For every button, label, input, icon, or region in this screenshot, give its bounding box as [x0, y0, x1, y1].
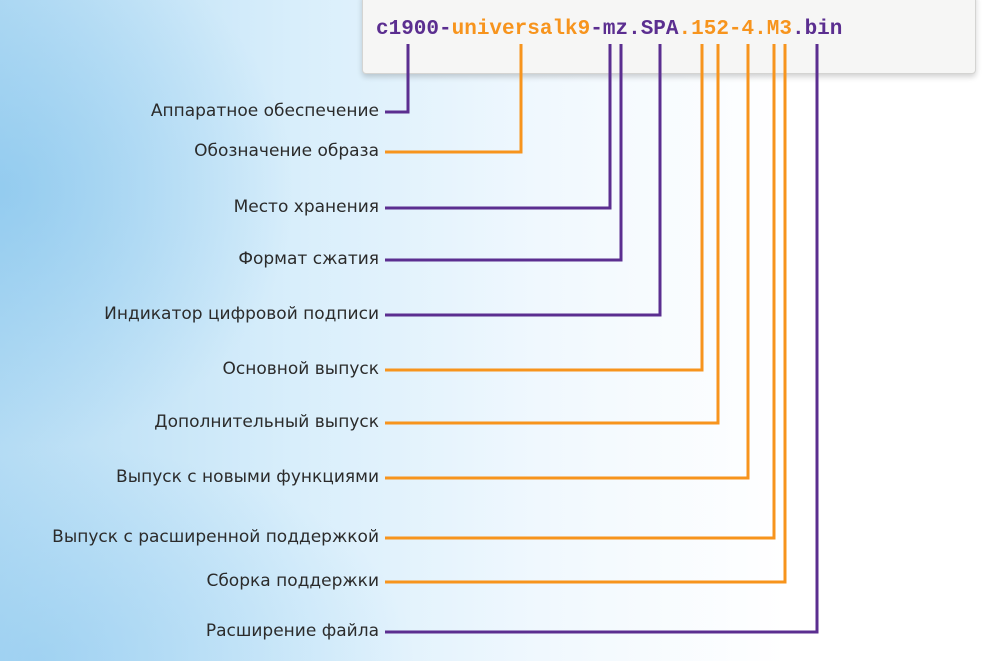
filename-segment: . — [754, 18, 767, 41]
callout-lines — [385, 44, 819, 634]
callout-line — [385, 44, 523, 154]
callout-line — [385, 44, 410, 114]
callout-line — [385, 44, 720, 425]
callout-label: Место хранения — [233, 197, 379, 217]
filename-segment: c1900 — [376, 18, 439, 41]
callout-label: Аппаратное обеспечение — [150, 101, 379, 121]
filename-segment: 4 — [742, 18, 755, 41]
filename-segment: - — [590, 18, 603, 41]
callout-label: Дополнительный выпуск — [154, 412, 379, 432]
filename-segment: SPA — [641, 18, 679, 41]
callout-line — [385, 44, 623, 262]
callout-label: Формат сжатия — [238, 249, 379, 269]
callout-line — [385, 44, 612, 210]
callout-line — [385, 44, 787, 584]
callout-label: Расширение файла — [205, 621, 379, 641]
callout-label: Основной выпуск — [222, 359, 379, 379]
filename-segment: universalk9 — [452, 18, 591, 41]
callout-line — [385, 44, 776, 540]
filename-segment: - — [439, 18, 452, 41]
callout-label: Сборка поддержки — [206, 571, 379, 591]
filename-segment: . — [628, 18, 641, 41]
callout-label: Обозначение образа — [194, 141, 379, 161]
filename-segment: 152 — [691, 18, 729, 41]
filename-text: c1900-universalk9-mz.SPA.152-4.M3.bin — [376, 18, 842, 41]
callout-label: Выпуск с расширенной поддержкой — [52, 527, 379, 547]
callout-label: Индикатор цифровой подписи — [104, 304, 379, 324]
filename-segment: M3 — [767, 18, 792, 41]
callout-line — [385, 44, 662, 317]
callout-line — [385, 44, 750, 480]
filename-segment: . — [679, 18, 692, 41]
callout-label: Выпуск с новыми функциями — [116, 467, 379, 487]
filename-segment: .bin — [792, 18, 842, 41]
filename-segment: mz — [603, 18, 628, 41]
filename-box — [362, 0, 976, 74]
callout-line — [385, 44, 819, 634]
callout-line — [385, 44, 704, 372]
filename-segment: - — [729, 18, 742, 41]
